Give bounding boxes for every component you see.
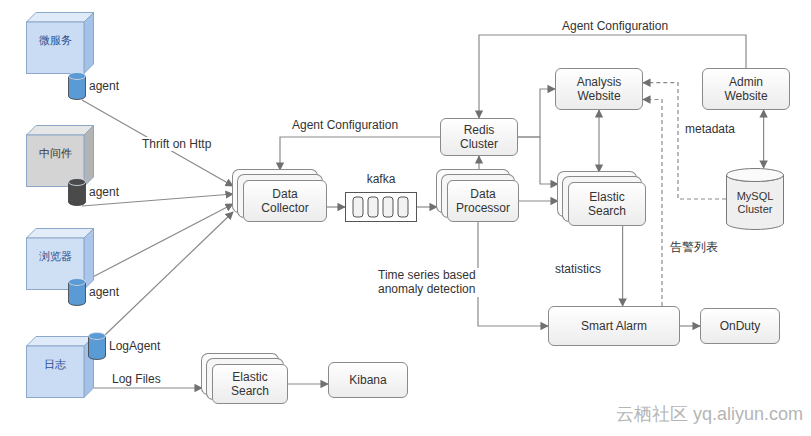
- queue-box: kafka: [345, 192, 417, 222]
- process-box: Smart Alarm: [548, 306, 680, 346]
- edge-label: Agent Configuration: [290, 118, 400, 132]
- cube-side: [84, 126, 94, 187]
- process-box: Admin Website: [702, 68, 790, 110]
- queue-cell: [353, 197, 363, 217]
- cylinder-shape: [68, 72, 86, 100]
- node-label: MySQL Cluster: [726, 190, 784, 216]
- cube-face: 中间件: [26, 135, 84, 173]
- cylinder-shape: [68, 278, 86, 306]
- cube-face: 微服务: [26, 22, 84, 60]
- edge-label: Log Files: [110, 372, 163, 386]
- cylinder-body: [727, 175, 784, 229]
- queue-frame: [346, 193, 417, 222]
- queue-label: kafka: [345, 172, 417, 186]
- agent-cylinder: agent: [68, 72, 119, 100]
- edge-label: 告警列表: [668, 240, 720, 254]
- node-label: 浏览器: [39, 250, 72, 263]
- connector: [478, 156, 479, 170]
- cube-side: [84, 229, 94, 290]
- cube-face: 浏览器: [26, 238, 84, 276]
- connector: [680, 325, 700, 326]
- node-label: 中间件: [39, 147, 72, 160]
- cylinder-shape: [68, 178, 86, 206]
- cube-side: [84, 13, 94, 74]
- node-label: Analysis Website: [556, 75, 642, 104]
- connector: [94, 387, 202, 388]
- cube-top: [27, 229, 94, 239]
- edge-label: Agent Configuration: [560, 19, 670, 33]
- queue-cell: [398, 197, 408, 217]
- edge-label: metadata: [683, 122, 737, 136]
- node-label: 微服务: [39, 34, 72, 47]
- connector: [288, 383, 328, 384]
- connector: [519, 200, 558, 201]
- cube-top: [27, 13, 94, 23]
- node-label: Admin Website: [703, 75, 789, 104]
- cylinder-top: [69, 73, 86, 80]
- cube-face: 日志: [26, 346, 84, 384]
- node-label: Smart Alarm: [577, 319, 651, 333]
- connector: [82, 100, 233, 186]
- cube-top: [27, 337, 94, 347]
- agent-label: agent: [89, 285, 119, 299]
- process-box: OnDuty: [700, 308, 780, 344]
- queue-cell: [368, 197, 378, 217]
- node-label: Data Processor: [448, 187, 518, 216]
- connector: [280, 137, 440, 170]
- cube-top: [27, 126, 94, 136]
- cube-box: 微服务: [26, 12, 94, 74]
- edge-label: statistics: [553, 262, 603, 276]
- connector: [518, 89, 555, 137]
- cylinder-top: [69, 179, 86, 186]
- agent-label: agent: [89, 185, 119, 199]
- connector: [105, 212, 233, 335]
- node-label: Kibana: [345, 373, 390, 387]
- agent-label: LogAgent: [109, 339, 160, 353]
- connector: [622, 226, 623, 306]
- edge-label: Thrift on Http: [140, 137, 213, 151]
- process-box: Analysis Website: [555, 68, 643, 110]
- connector: [85, 204, 233, 281]
- cube-front: [27, 22, 85, 74]
- queue-shape: [345, 192, 417, 222]
- cylinder-top: [89, 333, 106, 340]
- connector: [518, 137, 558, 184]
- node-label: Redis Cluster: [441, 123, 517, 152]
- process-box: Data Collector: [243, 180, 327, 222]
- watermark: 云栖社区 yq.aliyun.com: [614, 404, 805, 426]
- node-label: Elastic Search: [213, 370, 287, 399]
- cylinder-top: [69, 279, 86, 286]
- cylinder-top: [727, 169, 784, 182]
- cylinder-face: MySQL Cluster: [726, 182, 784, 224]
- cylinder-shape: [88, 332, 106, 360]
- node-label: 日志: [44, 358, 66, 371]
- connector: [417, 206, 437, 207]
- node-label: Data Collector: [244, 187, 326, 216]
- agent-cylinder: agent: [68, 178, 119, 206]
- process-box: Data Processor: [447, 180, 519, 222]
- process-box: Elastic Search: [568, 182, 646, 226]
- node-label: Elastic Search: [569, 190, 645, 219]
- cube-box: 中间件: [26, 125, 94, 187]
- agent-label: agent: [89, 79, 119, 93]
- node-label: OnDuty: [716, 319, 765, 333]
- edge-label: Time series based anomaly detection: [376, 268, 490, 297]
- connector: [598, 110, 599, 172]
- process-box: Elastic Search: [212, 364, 288, 404]
- connector: [327, 206, 345, 207]
- database-cylinder: MySQL Cluster: [726, 168, 784, 230]
- process-box: Redis Cluster: [440, 118, 518, 156]
- connector: [763, 110, 764, 168]
- agent-cylinder: LogAgent: [88, 332, 160, 360]
- process-box: Kibana: [328, 362, 408, 398]
- cube-front: [27, 346, 85, 398]
- queue-cell: [383, 197, 393, 217]
- cube-box: 日志: [26, 336, 94, 398]
- agent-cylinder: agent: [68, 278, 119, 306]
